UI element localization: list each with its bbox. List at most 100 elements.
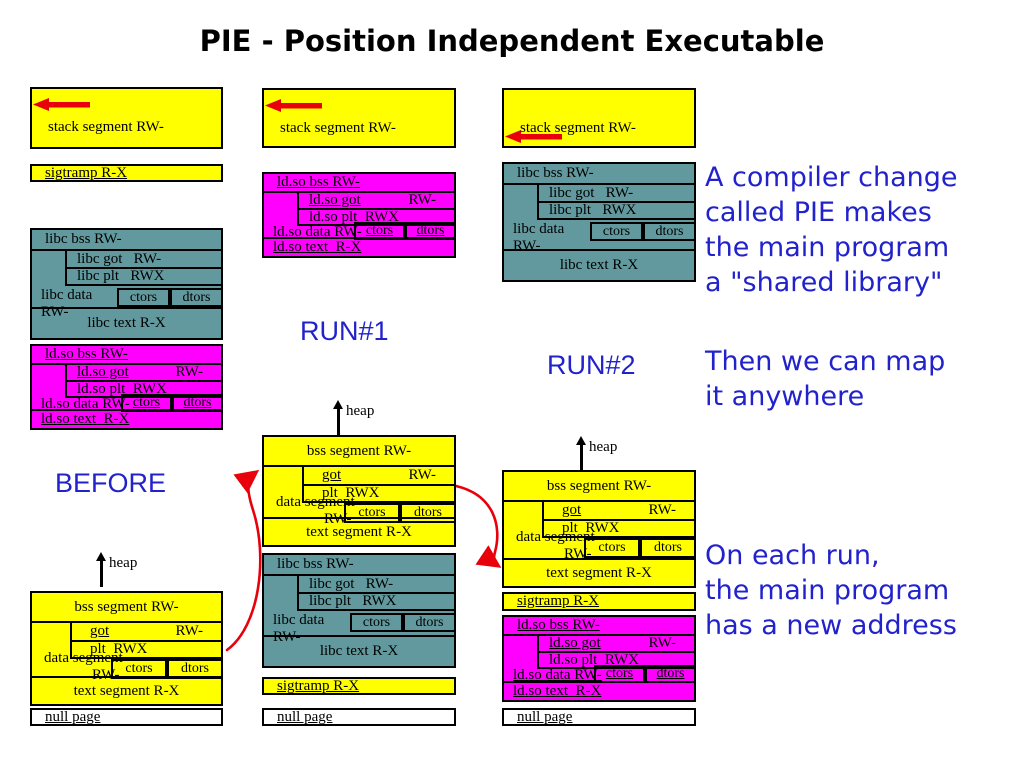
ldso-got-label: ld.so got bbox=[549, 635, 601, 651]
libc-text-label: libc text R-X bbox=[559, 257, 639, 273]
ldso-plt-label: ld.so plt RWX bbox=[77, 380, 168, 397]
main-ctors-box: ctors bbox=[111, 659, 167, 679]
heap-arrow-icon bbox=[576, 436, 586, 471]
main-bss-row: bss segment RW- bbox=[32, 593, 221, 623]
heap-label: heap bbox=[346, 403, 375, 419]
heap-arrowhead-icon bbox=[576, 436, 586, 445]
ldso-plt-row: ld.so plt RWX bbox=[539, 652, 694, 669]
libc-plt-label: libc plt RWX bbox=[549, 202, 637, 218]
libc-bss-row: libc bss RW- bbox=[264, 555, 454, 576]
ldso-plt-label: ld.so plt RWX bbox=[309, 208, 400, 225]
main-bss-label: bss segment RW- bbox=[306, 442, 412, 459]
libc-plt-label: libc plt RWX bbox=[77, 268, 165, 284]
libc-got-label: libc got RW- bbox=[549, 184, 634, 201]
phase-label-before: BEFORE bbox=[55, 468, 167, 498]
stack-segment-box: stack segment RW- bbox=[502, 88, 696, 148]
main-text-label: text segment R-X bbox=[546, 564, 652, 581]
libc-got-label: libc got RW- bbox=[77, 250, 162, 267]
ldso-got-perm: RW- bbox=[648, 635, 676, 651]
main-got-label: got bbox=[322, 467, 342, 483]
heap-arrow-stem bbox=[336, 409, 340, 435]
main-bss-label: bss segment RW- bbox=[546, 477, 652, 494]
ldso-data-line1: ld.so data RW- bbox=[513, 667, 602, 683]
main-data-line2: RW- bbox=[92, 667, 120, 683]
libc-text-row: libc text R-X bbox=[32, 307, 221, 338]
libc-dtors-box: dtors bbox=[643, 222, 696, 241]
main-text-row: text segment R-X bbox=[504, 558, 694, 586]
stack-left-arrow-icon bbox=[505, 130, 563, 143]
stack-segment-label: stack segment RW- bbox=[520, 120, 636, 136]
libc-plt-row: libc plt RWX bbox=[67, 268, 221, 286]
ldso-bss-row: ld.so bss RW- bbox=[32, 346, 221, 365]
null-page-box: null page bbox=[262, 708, 456, 726]
arrow-before-to-run1-icon bbox=[225, 469, 262, 652]
main-data-line1: data segment bbox=[44, 650, 123, 666]
ldso-bss-label: ld.so bss RW- bbox=[45, 346, 128, 362]
libc-bss-row: libc bss RW- bbox=[32, 230, 221, 251]
libc-text-label: libc text R-X bbox=[319, 643, 399, 659]
sigtramp-box: sigtramp R-X bbox=[262, 677, 456, 695]
ldso-got-perm: RW- bbox=[408, 192, 436, 208]
main-text-row: text segment R-X bbox=[264, 517, 454, 545]
main-got-row: got RW- bbox=[72, 623, 221, 642]
libc-plt-label: libc plt RWX bbox=[309, 593, 397, 609]
main-plt-label: plt RWX bbox=[562, 520, 620, 536]
ldso-ctors-box: ctors bbox=[594, 665, 645, 683]
sigtramp-box: sigtramp R-X bbox=[502, 592, 696, 611]
ldso-text-label: ld.so text R-X bbox=[41, 411, 130, 427]
annotation-compiler-change: A compiler change called PIE makes the m… bbox=[705, 162, 958, 298]
ldso-dtors-box: dtors bbox=[172, 394, 223, 412]
stack-segment-box: stack segment RW- bbox=[30, 87, 223, 149]
ldso-bss-label: ld.so bss RW- bbox=[517, 617, 600, 633]
heap-arrow-stem bbox=[579, 445, 583, 471]
ldso-got-label: ld.so got bbox=[309, 192, 361, 208]
null-page-box: null page bbox=[502, 708, 696, 726]
heap-arrow-icon bbox=[333, 400, 343, 435]
stack-left-arrow-icon bbox=[265, 99, 323, 112]
ldso-data-label: ld.so data RW- bbox=[41, 396, 130, 413]
libc-got-plt-box: libc got RW-libc plt RWX bbox=[65, 251, 221, 286]
libc-dtors-box: dtors bbox=[170, 288, 223, 307]
main-got-perm: RW- bbox=[175, 623, 203, 639]
main-plt-row: plt RWX bbox=[304, 485, 454, 503]
libc-data-line2: RW- bbox=[273, 629, 301, 645]
libc-bss-label: libc bss RW- bbox=[277, 556, 354, 572]
ldso-ctors-box: ctors bbox=[354, 222, 405, 240]
main-got-label: got bbox=[90, 623, 110, 639]
heap-marker: heap bbox=[96, 552, 137, 587]
ldso-got-row: ld.so got RW- bbox=[299, 192, 454, 210]
libc-ctors-box: ctors bbox=[590, 222, 643, 241]
heap-label: heap bbox=[589, 439, 618, 455]
main-plt-row: plt RWX bbox=[72, 641, 221, 659]
main-dtors-box: dtors bbox=[400, 503, 456, 523]
ldso-text-label: ld.so text R-X bbox=[273, 239, 362, 255]
heap-label: heap bbox=[109, 555, 138, 571]
libc-data-line2: RW- bbox=[513, 238, 541, 254]
ldso-got-row: ld.so got RW- bbox=[539, 635, 694, 653]
stack-segment-label: stack segment RW- bbox=[280, 120, 396, 136]
stack-segment-box: stack segment RW- bbox=[262, 88, 456, 148]
libc-bss-label: libc bss RW- bbox=[517, 165, 594, 181]
null-page-label: null page bbox=[45, 708, 101, 725]
main-ctors-box: ctors bbox=[344, 503, 400, 523]
ldso-plt-row: ld.so plt RWX bbox=[299, 208, 454, 226]
libc-got-row: libc got RW- bbox=[539, 185, 694, 203]
